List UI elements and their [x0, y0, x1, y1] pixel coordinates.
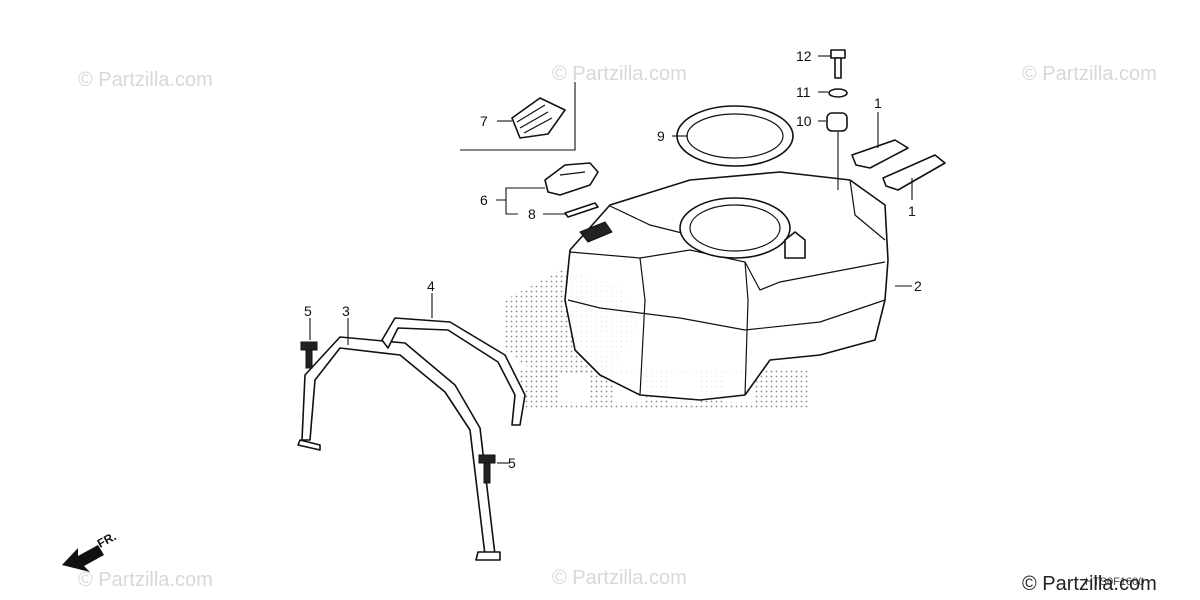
front-direction-arrow-icon: FR.	[62, 529, 118, 572]
callout-1-lower: 1	[908, 203, 916, 219]
part-6-cap	[544, 162, 599, 196]
callout-1-upper: 1	[874, 95, 882, 111]
callout-4: 4	[427, 278, 435, 294]
watermark-bottom: © Partzilla.com	[1022, 573, 1157, 595]
part-5-bolt-upper	[300, 341, 318, 369]
part-1-pad-lower	[882, 154, 946, 191]
callout-3: 3	[342, 303, 350, 319]
watermark: © Partzilla.com	[78, 569, 213, 591]
callout-10: 10	[796, 113, 812, 129]
callout-5-upper: 5	[304, 303, 312, 319]
inset-frame	[460, 82, 576, 151]
part-8-oring	[564, 202, 599, 218]
callout-7: 7	[480, 113, 488, 129]
callout-5-lower: 5	[508, 455, 516, 471]
watermark: © Partzilla.com	[552, 63, 687, 85]
part-12-bolt	[830, 49, 846, 79]
watermark: © Partzilla.com	[552, 567, 687, 589]
part-3-band	[297, 336, 501, 561]
leader-lines	[309, 55, 913, 464]
callout-9: 9	[657, 128, 665, 144]
callout-8: 8	[528, 206, 536, 222]
callout-6: 6	[480, 192, 488, 208]
part-7-pad	[511, 97, 566, 139]
watermark: © Partzilla.com	[78, 69, 213, 91]
diagram-code: HTS0F1600	[1085, 576, 1144, 588]
part-10-grommet	[826, 112, 848, 132]
part-11-washer	[828, 88, 848, 98]
part-9-ring	[676, 105, 794, 167]
callout-12: 12	[796, 48, 812, 64]
callout-2: 2	[914, 278, 922, 294]
part-5-bolt-lower	[478, 454, 496, 484]
part-4-strip	[381, 317, 526, 426]
callout-11: 11	[796, 84, 811, 100]
fuel-tank	[564, 171, 889, 401]
watermark: © Partzilla.com	[1022, 63, 1157, 85]
part-1-pad-upper	[851, 139, 909, 169]
